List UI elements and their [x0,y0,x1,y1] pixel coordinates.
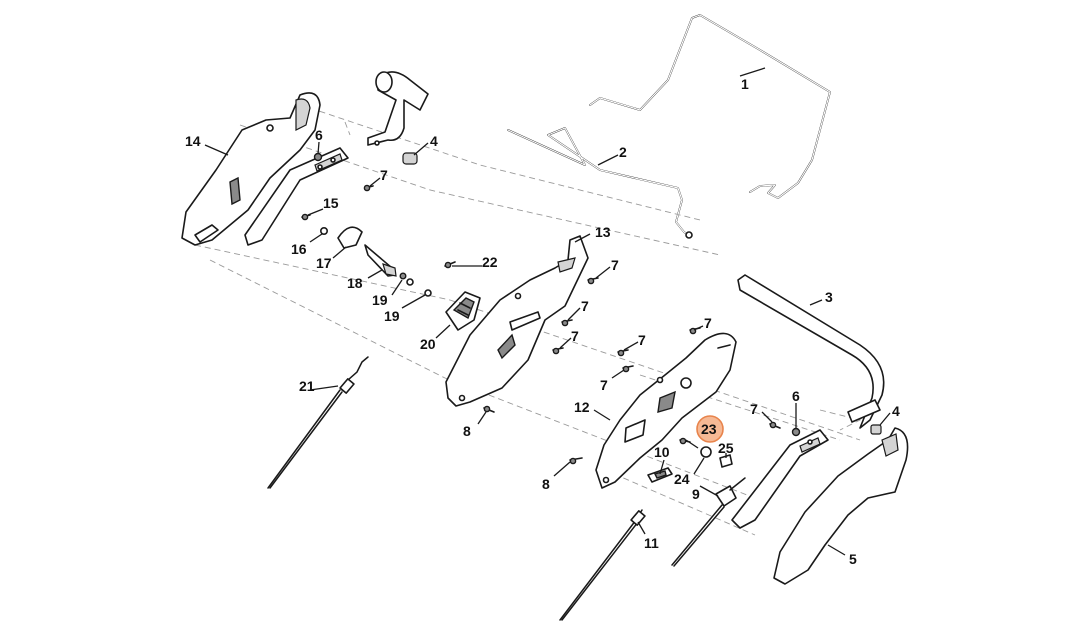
callout-5[interactable]: 5 [849,551,857,567]
callout-8a[interactable]: 8 [463,423,471,439]
callout-7a[interactable]: 7 [380,167,388,183]
part-lever-bar[interactable] [507,127,693,239]
callout-7e[interactable]: 7 [638,332,646,348]
part-right-outer-cover[interactable] [773,427,909,585]
callout-10[interactable]: 10 [654,444,670,460]
part-plug-top[interactable] [402,152,418,165]
callout-2[interactable]: 2 [619,144,627,160]
center-hardware[interactable] [483,277,599,413]
callout-22[interactable]: 22 [482,254,498,270]
part-plug-right[interactable] [870,424,882,435]
part-right-tube[interactable] [731,429,829,529]
callout-19b[interactable]: 19 [384,308,400,324]
callout-11[interactable]: 11 [644,535,659,551]
right-hardware[interactable] [569,327,801,468]
callout-labels: 1 2 3 4 4 5 6 6 7 7 7 7 7 7 7 7 8 8 9 10… [185,76,900,567]
callout-23[interactable]: 23 [701,421,717,437]
part-left-cover[interactable] [181,92,321,246]
part-clip-block[interactable] [445,291,481,331]
part-small-lever[interactable] [647,467,673,483]
callout-14[interactable]: 14 [185,133,201,149]
part-upper-handle[interactable] [589,14,831,199]
callout-19a[interactable]: 19 [372,292,388,308]
callout-13[interactable]: 13 [595,224,611,240]
part-center-cover[interactable] [445,235,589,407]
part-left-cable[interactable] [267,356,369,489]
callout-7g[interactable]: 7 [600,377,608,393]
callout-8b[interactable]: 8 [542,476,550,492]
callout-7f[interactable]: 7 [704,315,712,331]
part-left-tube[interactable] [244,147,349,246]
callout-4b[interactable]: 4 [892,403,900,419]
callout-7b[interactable]: 7 [611,257,619,273]
callout-3[interactable]: 3 [825,289,833,305]
callout-7d[interactable]: 7 [571,328,579,344]
callout-25[interactable]: 25 [718,440,734,456]
part-top-bracket[interactable] [367,71,429,146]
part-right-inner-cover[interactable] [595,332,737,489]
callout-6a[interactable]: 6 [315,127,323,143]
callout-15[interactable]: 15 [323,195,339,211]
callout-7c[interactable]: 7 [581,298,589,314]
callout-1[interactable]: 1 [741,76,749,92]
part-right-cables[interactable] [559,477,746,621]
callout-24[interactable]: 24 [674,471,690,487]
callout-7h[interactable]: 7 [750,401,758,417]
callout-21[interactable]: 21 [299,378,315,394]
highlight-circle [696,415,724,443]
callout-17[interactable]: 17 [316,255,332,271]
callout-18[interactable]: 18 [347,275,363,291]
leader-lines [204,67,891,556]
part-grip[interactable] [737,274,885,429]
callout-20[interactable]: 20 [420,336,436,352]
callout-4a[interactable]: 4 [430,133,438,149]
callout-9[interactable]: 9 [692,486,700,502]
callout-6b[interactable]: 6 [792,388,800,404]
callout-16[interactable]: 16 [291,241,307,257]
callout-12[interactable]: 12 [574,399,590,415]
left-hardware[interactable] [301,152,456,297]
